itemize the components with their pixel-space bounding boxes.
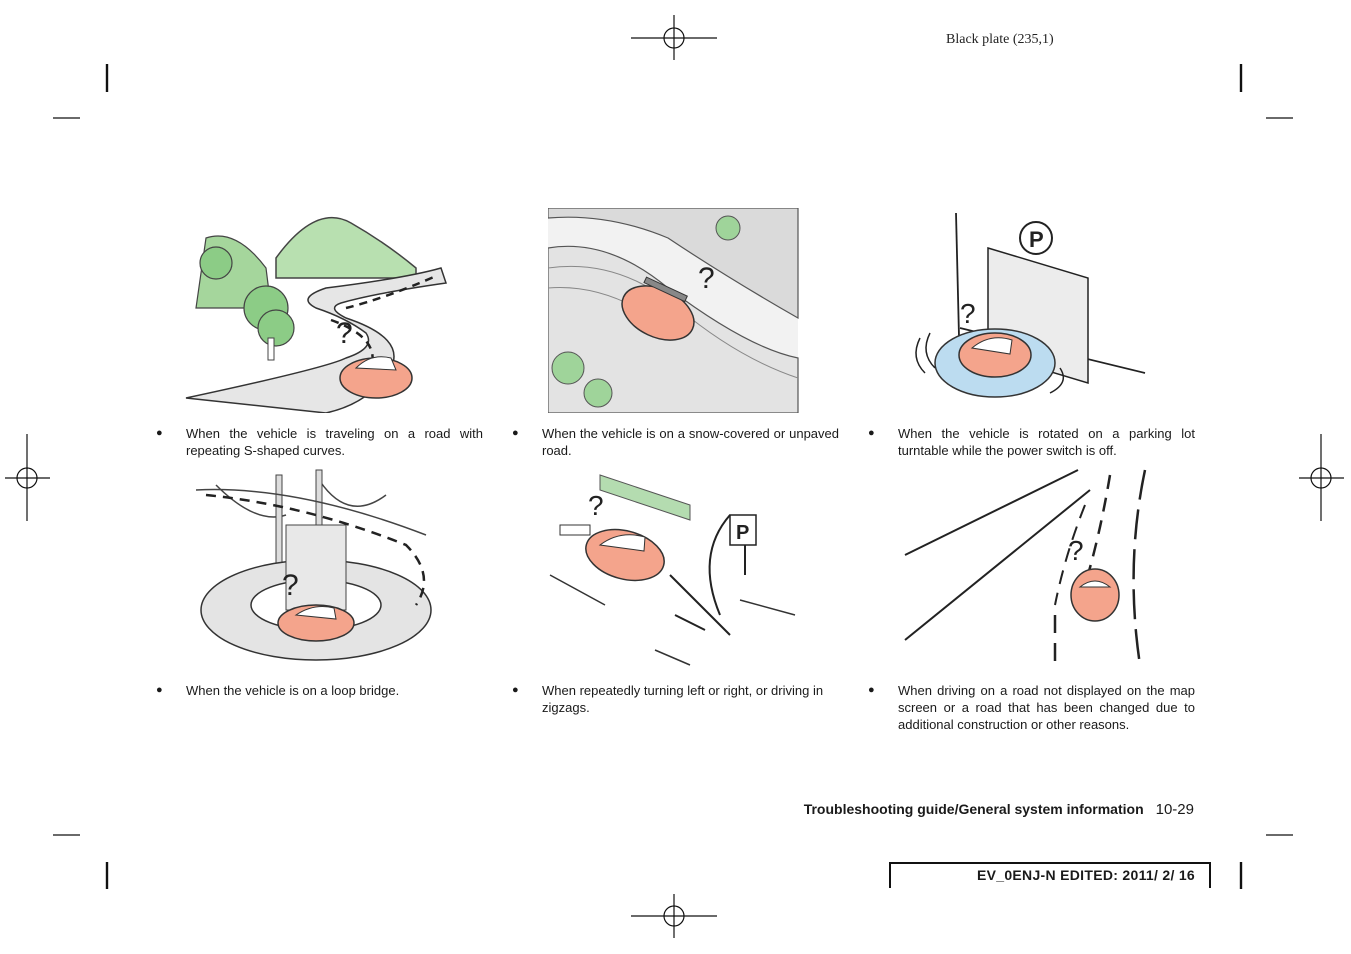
parking-sign-icon: P [736, 522, 749, 544]
bullet: ● [156, 684, 163, 696]
illustration-unmapped-road: ? [900, 465, 1188, 670]
caption-text: When repeatedly turning left or right, o… [542, 683, 824, 715]
caption-text: When the vehicle is rotated on a parking… [898, 426, 1195, 458]
parking-sign-icon: P [1029, 227, 1044, 252]
bullet: ● [868, 427, 875, 439]
question-mark-icon: ? [960, 298, 976, 329]
illustration-snow-road: ? [548, 208, 836, 413]
caption-text: When the vehicle is traveling on a road … [186, 426, 483, 458]
page-footer: Troubleshooting guide/General system inf… [804, 801, 1194, 818]
page-number: 10-29 [1155, 801, 1194, 818]
question-mark-icon: ? [588, 490, 604, 521]
illustration-loop-bridge: ? [176, 465, 464, 670]
edited-label: EV_0ENJ-N EDITED: 2011/ 2/ 16 [976, 867, 1195, 883]
car-icon [1070, 568, 1120, 622]
bullet: ● [512, 684, 519, 696]
bullet: ● [512, 427, 519, 439]
caption-text: When the vehicle is on a snow-covered or… [542, 426, 839, 458]
illustration-s-curve-road: ? [176, 208, 464, 413]
caption-text: When the vehicle is on a loop bridge. [186, 683, 400, 698]
section-title: Troubleshooting guide/General system inf… [803, 801, 1144, 817]
car-icon [958, 332, 1032, 378]
plate-label: Black plate (235,1) [946, 32, 1054, 47]
question-mark-icon: ? [698, 262, 715, 295]
illustration-zigzag-driving: P ? [540, 465, 828, 670]
question-mark-icon: ? [282, 569, 299, 602]
edited-stamp: EV_0ENJ-N EDITED: 2011/ 2/ 16 [889, 862, 1211, 888]
car-icon [339, 356, 413, 399]
illustration-parking-turntable: P ? [900, 208, 1188, 413]
question-mark-icon: ? [1068, 535, 1084, 566]
bullet: ● [156, 427, 163, 439]
bullet: ● [868, 684, 875, 696]
car-icon [621, 276, 695, 341]
car-icon [585, 528, 665, 582]
car-icon [277, 604, 355, 642]
question-mark-icon: ? [336, 317, 353, 350]
caption-text: When driving on a road not displayed on … [898, 683, 1195, 732]
